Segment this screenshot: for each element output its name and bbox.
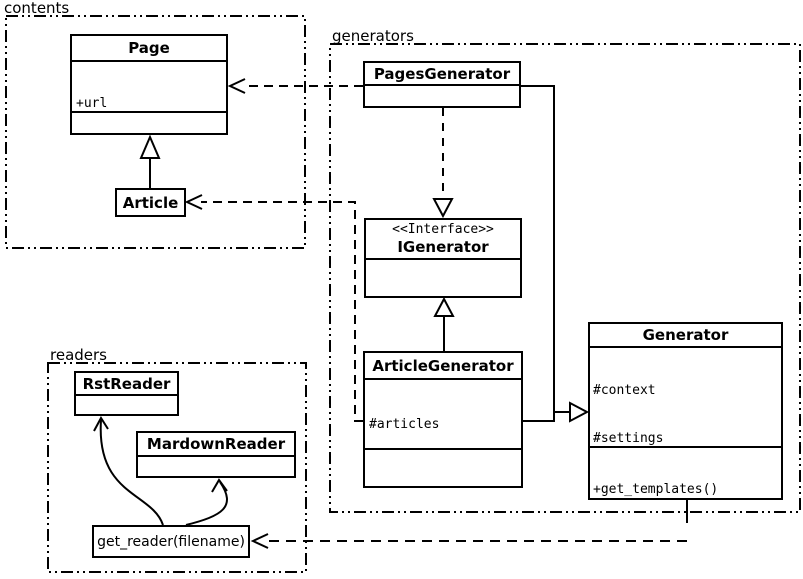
articlegenerator-to-article-dependency-line: [201, 201, 363, 422]
pagesgenerator-to-page-dependency-arrowhead: [227, 78, 246, 94]
getreader-to-rstreader-arrow-line: [99, 419, 164, 526]
class-igenerator-methods: +generate_context() +generate_output(): [366, 260, 520, 296]
class-page-attributes: +url +slug +summary: [72, 62, 226, 113]
package-contents-label: contents: [4, 0, 70, 17]
attribute-row: #context: [593, 382, 656, 398]
class-generator-name: Generator: [590, 324, 781, 348]
class-igenerator: <<Interface>> IGenerator +generate_conte…: [364, 218, 522, 298]
method-row: +get_templates(): [593, 482, 719, 497]
attribute-row: #articles: [369, 417, 440, 432]
package-generators-label: generators: [332, 27, 414, 45]
package-readers-border: [47, 362, 307, 573]
getreader-to-mardownreader-arrow-line: [185, 481, 228, 526]
interface-stereotype: <<Interface>>: [392, 221, 494, 237]
generators-to-generator-inheritance-arrowhead: [569, 401, 590, 423]
articlegenerator-to-igenerator-inheritance-arrowhead: [433, 296, 455, 317]
class-pagesgenerator-name: PagesGenerator: [365, 63, 519, 86]
class-articlegenerator: ArticleGenerator #articles #dates #tags …: [363, 351, 523, 488]
class-pagesgenerator-attributes: #pages: [365, 86, 519, 106]
class-mardownreader-name: MardownReader: [138, 433, 294, 457]
class-igenerator-name: IGenerator: [397, 237, 489, 256]
class-rstreader-methods: +read(): [76, 396, 177, 414]
generators-to-generator-inheritance-line: [521, 85, 555, 422]
package-generators-border: [329, 43, 801, 513]
class-articlegenerator-methods: +generate_feeds() +generate_pages(): [365, 450, 521, 486]
class-rstreader-name: RstReader: [76, 373, 177, 396]
pagesgenerator-to-igenerator-realization-arrowhead: [432, 198, 454, 219]
get-reader-box: get_reader(filename): [92, 525, 250, 558]
class-page-methods: +check_properties(): [72, 113, 226, 133]
attribute-row: #settings: [593, 431, 664, 447]
article-to-page-inheritance-arrowhead: [139, 134, 161, 159]
class-pagesgenerator: PagesGenerator #pages: [363, 61, 521, 108]
getreader-to-mardownreader-arrowhead: [211, 478, 228, 493]
package-readers-label: readers: [50, 346, 107, 364]
class-article: Article: [115, 188, 186, 217]
class-article-name: Article: [122, 193, 179, 212]
generator-to-getreader-dependency-arrowhead: [250, 533, 269, 549]
class-generator: Generator #context #settings #path #them…: [588, 322, 783, 500]
class-page-name: Page: [72, 36, 226, 62]
class-mardownreader-methods: +read(): [138, 457, 294, 476]
class-rstreader: RstReader +read(): [74, 371, 179, 416]
class-page: Page +url +slug +summary +check_properti…: [70, 34, 228, 135]
class-articlegenerator-attributes: #articles #dates #tags #categories: [365, 380, 521, 450]
articlegenerator-to-article-dependency-arrowhead: [184, 194, 203, 210]
attribute-row: +url: [76, 96, 108, 111]
class-generator-attributes: #context #settings #path #theme #output_…: [590, 348, 781, 448]
class-mardownreader: MardownReader +read(): [136, 431, 296, 478]
class-igenerator-header: <<Interface>> IGenerator: [366, 220, 520, 260]
class-generator-methods: +get_templates() +get_files(path,exclude…: [590, 448, 781, 498]
getreader-to-rstreader-arrowhead: [93, 416, 109, 432]
class-articlegenerator-name: ArticleGenerator: [365, 353, 521, 380]
package-contents-border: [5, 15, 306, 249]
